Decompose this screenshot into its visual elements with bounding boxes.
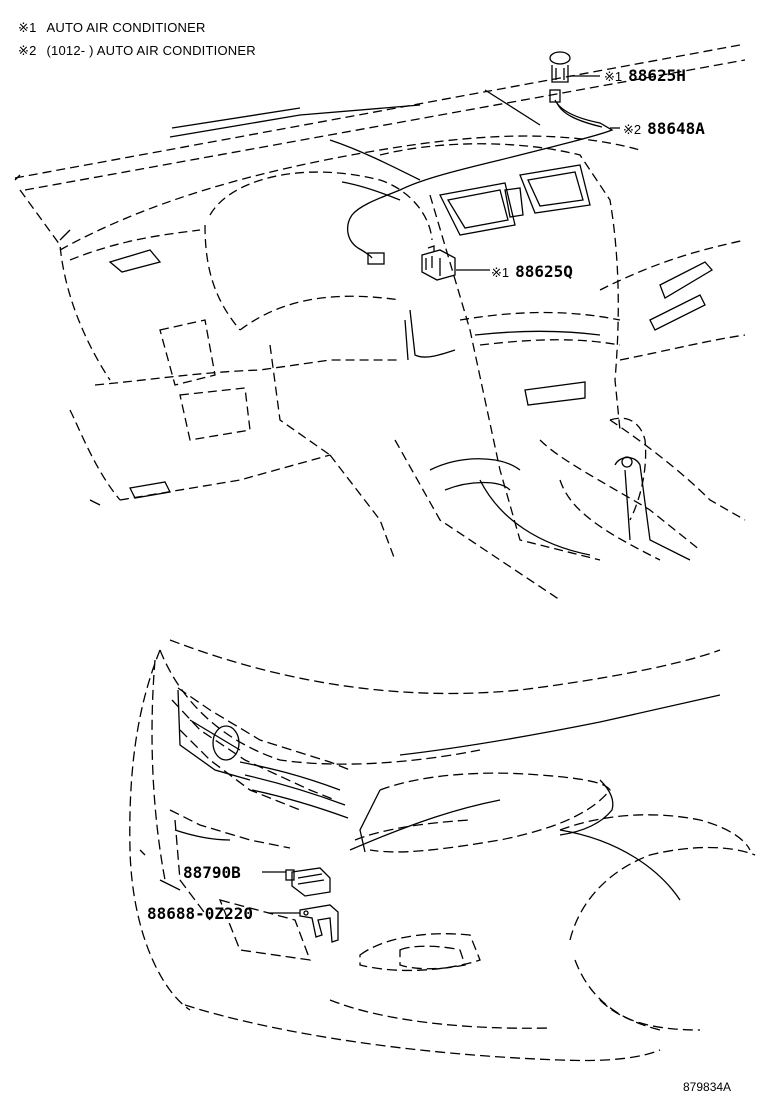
front-car-illustration bbox=[129, 639, 756, 1062]
wire-harness-88648A bbox=[347, 89, 614, 265]
note-1-mark: ※1 bbox=[18, 20, 37, 35]
callout-88648A[interactable]: ※2 88648A bbox=[623, 119, 705, 138]
callout-88790B[interactable]: 88790B bbox=[183, 863, 241, 882]
figure-id: 879834A bbox=[683, 1080, 732, 1094]
leader-lines-upper bbox=[456, 75, 620, 271]
callout-88625H-prefix: ※1 bbox=[604, 69, 623, 84]
leader-lines-lower bbox=[262, 871, 300, 914]
note-1: ※1 AUTO AIR CONDITIONER bbox=[18, 20, 206, 36]
dashboard-solid-lines bbox=[14, 89, 714, 561]
front-car-solid-lines bbox=[139, 689, 721, 901]
callout-88790B-part-number[interactable]: 88790B bbox=[183, 863, 241, 882]
callout-88625Q-part-number[interactable]: 88625Q bbox=[515, 262, 573, 281]
sensor-88790B-part bbox=[285, 867, 331, 897]
callout-88688-0Z220[interactable]: 88688-0Z220 bbox=[147, 904, 253, 923]
callout-88625Q-prefix: ※1 bbox=[491, 265, 510, 280]
note-1-text: AUTO AIR CONDITIONER bbox=[46, 20, 206, 35]
callout-88625H-part-number[interactable]: 88625H bbox=[628, 66, 686, 85]
note-2: ※2 (1012- ) AUTO AIR CONDITIONER bbox=[18, 43, 256, 59]
sensor-88625H-part bbox=[549, 51, 571, 83]
callout-88625Q[interactable]: ※1 88625Q bbox=[491, 262, 573, 281]
note-2-text: (1012- ) AUTO AIR CONDITIONER bbox=[46, 43, 256, 58]
dashboard-illustration bbox=[14, 44, 746, 601]
bracket-88688-0Z220-part bbox=[299, 904, 339, 943]
sensor-88625Q-part bbox=[421, 245, 456, 281]
callout-88648A-part-number[interactable]: 88648A bbox=[647, 119, 705, 138]
callout-88625H[interactable]: ※1 88625H bbox=[604, 66, 686, 85]
note-2-mark: ※2 bbox=[18, 43, 37, 58]
callout-88648A-prefix: ※2 bbox=[623, 122, 642, 137]
callout-88688-0Z220-part-number[interactable]: 88688-0Z220 bbox=[147, 904, 253, 923]
